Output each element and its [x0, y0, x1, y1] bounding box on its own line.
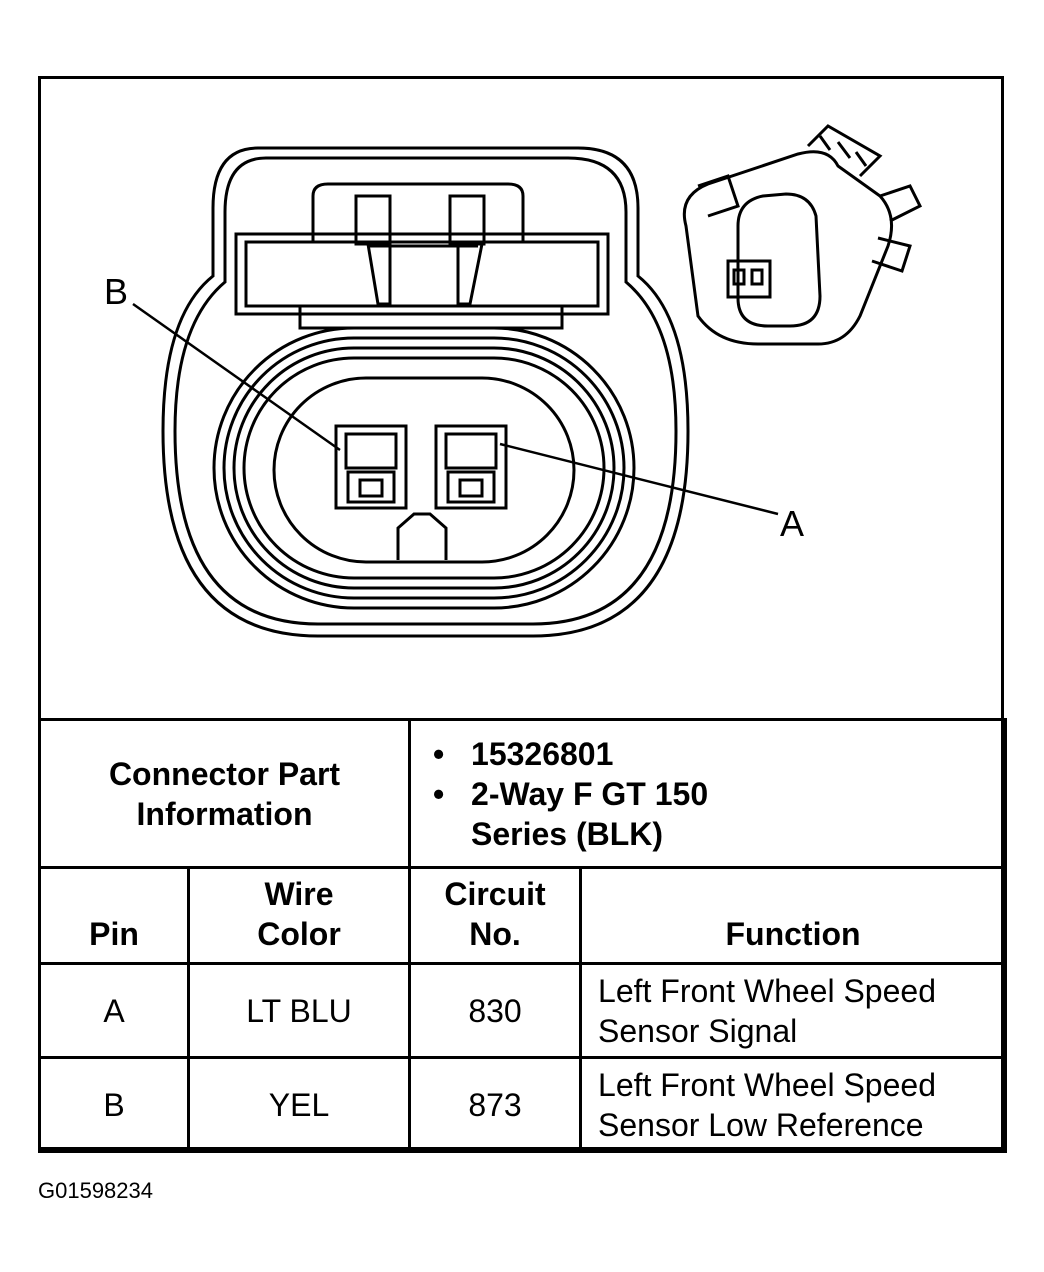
row-circuit: 830 — [408, 962, 583, 1059]
callout-pin-b: B — [104, 271, 128, 312]
row-function: Left Front Wheel Speed Sensor Low Refere… — [579, 1056, 1008, 1153]
part-info-label: Connector Part Information — [37, 718, 412, 869]
row-function: Left Front Wheel Speed Sensor Signal — [579, 962, 1008, 1059]
part-info-values: 15326801 2-Way F GT 150 Series (BLK) — [408, 718, 1008, 869]
row-pin: B — [38, 1056, 190, 1153]
row-wire-color: YEL — [186, 1056, 412, 1153]
connector-diagram: B A — [104, 124, 923, 638]
figure-id: G01598234 — [38, 1178, 153, 1203]
part-number: 15326801 — [433, 734, 994, 774]
header-function: Function — [579, 866, 1008, 965]
connector-info-table: Connector Part Information 15326801 2-Wa… — [37, 718, 1008, 1153]
header-wire-color: Wire Color — [186, 866, 412, 965]
table-row: B YEL 873 Left Front Wheel Speed Sensor … — [38, 1056, 1008, 1153]
header-pin: Pin — [38, 866, 190, 965]
part-info-row: Connector Part Information 15326801 2-Wa… — [37, 718, 1008, 869]
row-pin: A — [38, 962, 190, 1059]
connector-isometric-view-icon — [682, 124, 923, 346]
table-row: A LT BLU 830 Left Front Wheel Speed Sens… — [38, 962, 1008, 1059]
row-circuit: 873 — [408, 1056, 583, 1153]
connector-face-view-icon — [132, 146, 779, 638]
table-header-row: Pin Wire Color Circuit No. Function — [38, 866, 1008, 965]
callout-pin-a: A — [780, 503, 804, 544]
header-circuit: Circuit No. — [408, 866, 583, 965]
part-description: 2-Way F GT 150 Series (BLK) — [433, 774, 801, 854]
row-wire-color: LT BLU — [186, 962, 412, 1059]
